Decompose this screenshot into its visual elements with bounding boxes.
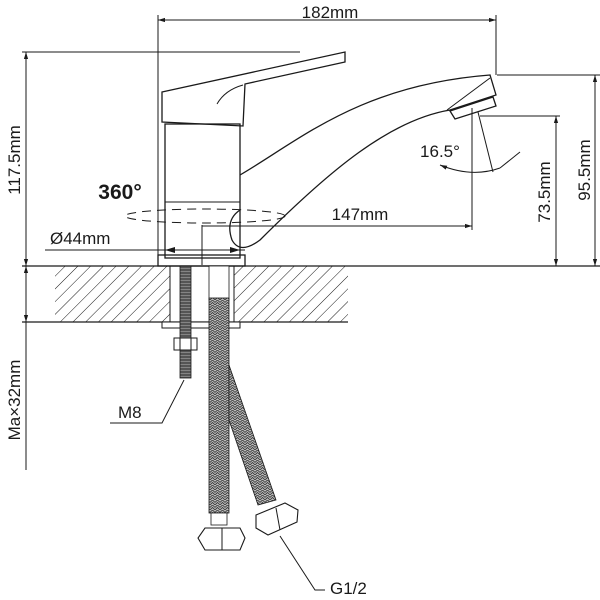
countertop-section bbox=[22, 265, 600, 323]
counter-thickness-label: Ma×32mm bbox=[5, 360, 24, 441]
threaded-stud bbox=[179, 265, 192, 379]
reach-label: 147mm bbox=[332, 205, 389, 224]
g12-leader bbox=[279, 535, 325, 591]
height-label: 117.5mm bbox=[5, 125, 24, 195]
hose-nut-2 bbox=[255, 502, 299, 536]
rotation-indicator bbox=[124, 208, 286, 224]
mounting-hardware bbox=[161, 265, 299, 551]
hose-straight bbox=[208, 297, 230, 514]
g12-label: G1/2 bbox=[330, 579, 367, 598]
hose-angled bbox=[228, 364, 277, 506]
width-label: 182mm bbox=[302, 3, 359, 22]
dimension-lines bbox=[22, 15, 600, 591]
spout-top-height-label: 95.5mm bbox=[575, 139, 594, 200]
aerator bbox=[449, 96, 497, 120]
lever-handle bbox=[161, 51, 346, 127]
angle-label: 16.5° bbox=[420, 142, 460, 161]
stud-nut bbox=[173, 337, 198, 351]
spout-outlet-height-label: 73.5mm bbox=[535, 161, 554, 222]
faucet-body bbox=[157, 51, 497, 267]
diameter-label: Ø44mm bbox=[50, 229, 110, 248]
m8-leader bbox=[110, 379, 185, 424]
rotation-label: 360° bbox=[98, 181, 141, 204]
spout bbox=[229, 74, 497, 249]
m8-label: M8 bbox=[118, 403, 142, 422]
